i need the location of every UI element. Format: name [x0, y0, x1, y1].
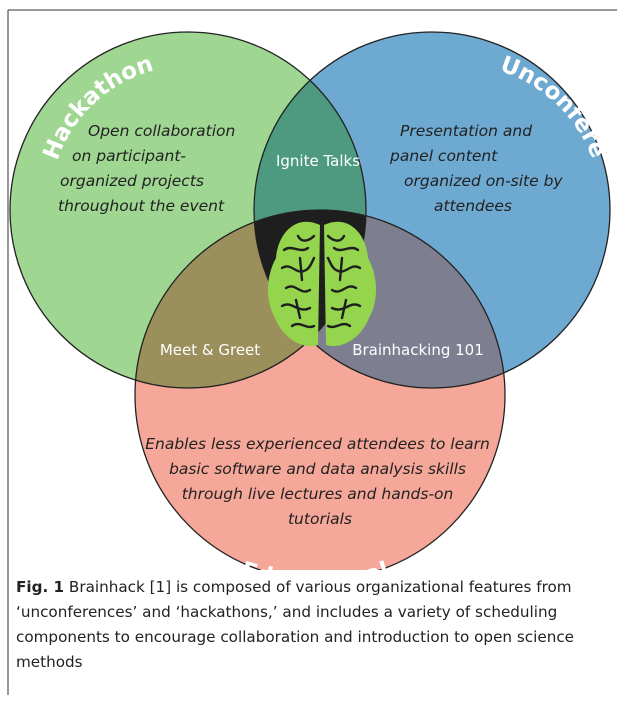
- meet-greet-label: Meet & Greet: [160, 341, 260, 359]
- brainhacking-region: [254, 210, 505, 388]
- brain-icon: [267, 221, 377, 347]
- venn-diagram: Hackathon Unconference Educational Open …: [9, 31, 611, 570]
- hackathon-description: Open collaboration on participant- organ…: [58, 122, 240, 215]
- figure-caption: Fig. 1 Brainhack [1] is composed of vari…: [16, 575, 616, 675]
- ignite-talks-label: Ignite Talks: [276, 152, 360, 170]
- caption-text: Brainhack [1] is composed of various org…: [16, 578, 575, 671]
- educational-description: Enables less experienced attendees to le…: [145, 435, 495, 528]
- figure-label: Fig. 1: [16, 578, 65, 596]
- meet-greet-region: [135, 210, 366, 388]
- brainhacking-label: Brainhacking 101: [352, 341, 484, 359]
- unconference-description: Presentation and panel content organized…: [389, 122, 568, 215]
